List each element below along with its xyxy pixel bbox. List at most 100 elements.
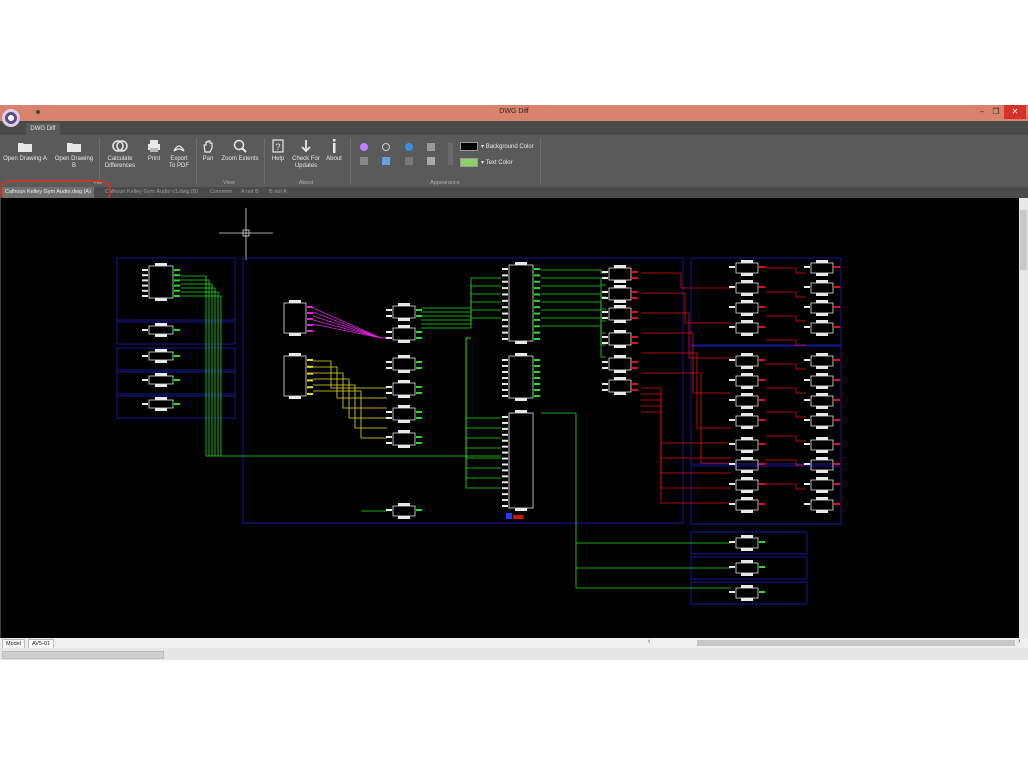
equipment-block (608, 287, 632, 301)
block-pin (502, 475, 508, 478)
block-cap (398, 420, 410, 423)
block-cap (741, 548, 753, 551)
equipment-block (392, 357, 416, 371)
appearance-gallery-scroll[interactable] (448, 143, 453, 165)
block-pin (632, 383, 638, 385)
block-cap (614, 355, 626, 358)
tab-a-not-b[interactable]: A not B (241, 189, 259, 195)
tab-dwg-diff[interactable]: DWG Diff (26, 123, 60, 135)
block-pin (834, 266, 840, 268)
tab-drawing-b[interactable]: Calhoun Kelley Gym Audio v1.dwg (B) (105, 189, 199, 195)
block-pin (534, 274, 540, 277)
block-pin (602, 317, 608, 319)
appearance-style-icon[interactable] (382, 143, 390, 151)
equipment-block (735, 499, 759, 511)
appearance-style-icon[interactable] (427, 157, 435, 165)
open-drawing-b-button[interactable]: Open Drawing B (52, 139, 96, 170)
export-pdf-button[interactable]: Export To PDF (166, 139, 192, 170)
block-pin (534, 306, 540, 309)
vertical-scroll-thumb[interactable] (1020, 210, 1027, 270)
block-cap (515, 353, 527, 356)
print-button[interactable]: Print (144, 139, 164, 163)
block-cap (816, 490, 828, 493)
about-button[interactable]: About (324, 139, 344, 163)
text-color-picker[interactable]: ▾ Text Color (460, 158, 513, 167)
block-pin (502, 274, 508, 277)
pan-button[interactable]: Pan (198, 139, 218, 163)
equipment-block (148, 375, 174, 385)
block-cap (289, 396, 301, 399)
signal-wire (465, 337, 501, 449)
block-pin (416, 361, 422, 363)
app-logo-icon[interactable] (2, 109, 20, 127)
layout-tabs-bar: Model AV5-01 ‹ › (0, 638, 1028, 650)
block-cap (614, 265, 626, 268)
block-pin (142, 379, 148, 381)
cad-drawing[interactable] (1, 198, 1019, 638)
open-drawing-b-label: Open Drawing B (54, 156, 94, 169)
horizontal-scroll-thumb[interactable] (697, 640, 1015, 646)
signal-wire (312, 323, 387, 339)
equipment-block (810, 322, 834, 334)
block-pin (307, 372, 313, 375)
background-color-label: Background Color (485, 144, 534, 151)
signal-wire (181, 275, 207, 456)
block-cap (289, 333, 301, 336)
block-cap (816, 477, 828, 480)
appearance-style-icon[interactable] (405, 143, 413, 151)
appearance-style-icon[interactable] (382, 157, 390, 165)
block-pin (804, 326, 810, 328)
block-cap (741, 490, 753, 493)
signal-wire (766, 483, 806, 490)
tab-common[interactable]: Common (210, 189, 233, 195)
background-color-picker[interactable]: ▾ Background Color (460, 142, 534, 151)
block-cap (816, 426, 828, 429)
block-pin (834, 419, 840, 421)
block-pin (759, 399, 765, 401)
title-bar: DWG Diff – ❐ ✕ (0, 105, 1028, 121)
pan-label: Pan (202, 156, 214, 162)
scroll-right-arrow[interactable]: › (1018, 638, 1021, 645)
block-pin (502, 469, 508, 472)
room-frame (690, 257, 842, 346)
block-pin (174, 403, 180, 405)
appearance-style-icon[interactable] (360, 143, 368, 151)
tab-b-not-a[interactable]: B not A (269, 189, 287, 195)
minimize-button[interactable]: – (979, 107, 985, 116)
calculate-differences-button[interactable]: Calculate Differences (102, 139, 138, 170)
block-pin (534, 299, 540, 302)
block-cap (614, 370, 626, 373)
close-button[interactable]: ✕ (1004, 105, 1026, 119)
appearance-style-icon[interactable] (360, 157, 368, 165)
help-button[interactable]: ? Help (268, 139, 288, 163)
appearance-style-icon[interactable] (427, 143, 435, 151)
block-cap (741, 457, 753, 460)
quick-access-icon[interactable] (36, 110, 40, 114)
equipment-block (608, 379, 632, 393)
block-pin (759, 379, 765, 381)
block-pin (502, 287, 508, 290)
open-drawing-a-button[interactable]: Open Drawing A (3, 139, 47, 163)
scroll-left-arrow[interactable]: ‹ (648, 638, 651, 645)
diff-circles-icon (112, 140, 128, 152)
block-pin (729, 399, 735, 401)
check-updates-button[interactable]: Check For Updates (290, 139, 322, 170)
drawing-canvas[interactable] (1, 198, 1019, 638)
block-pin (502, 325, 508, 328)
vertical-scrollbar[interactable] (1019, 198, 1028, 638)
block-pin (502, 421, 508, 424)
info-icon (333, 139, 336, 153)
signal-wire (465, 337, 501, 429)
signal-wire (312, 311, 387, 339)
tab-drawing-a[interactable]: Calhoun Kelley Gym Audio.dwg (A) (2, 187, 94, 198)
equipment-block (735, 459, 759, 471)
zoom-extents-button[interactable]: Zoom Extents (220, 139, 260, 163)
appearance-style-icon[interactable] (405, 157, 413, 165)
export-label-1: Export (170, 156, 188, 162)
equipment-block (148, 325, 174, 335)
block-pin (534, 359, 540, 361)
restore-button[interactable]: ❐ (992, 107, 1000, 116)
block-pin (416, 436, 422, 438)
block-pin (759, 541, 765, 543)
block-cap (398, 405, 410, 408)
